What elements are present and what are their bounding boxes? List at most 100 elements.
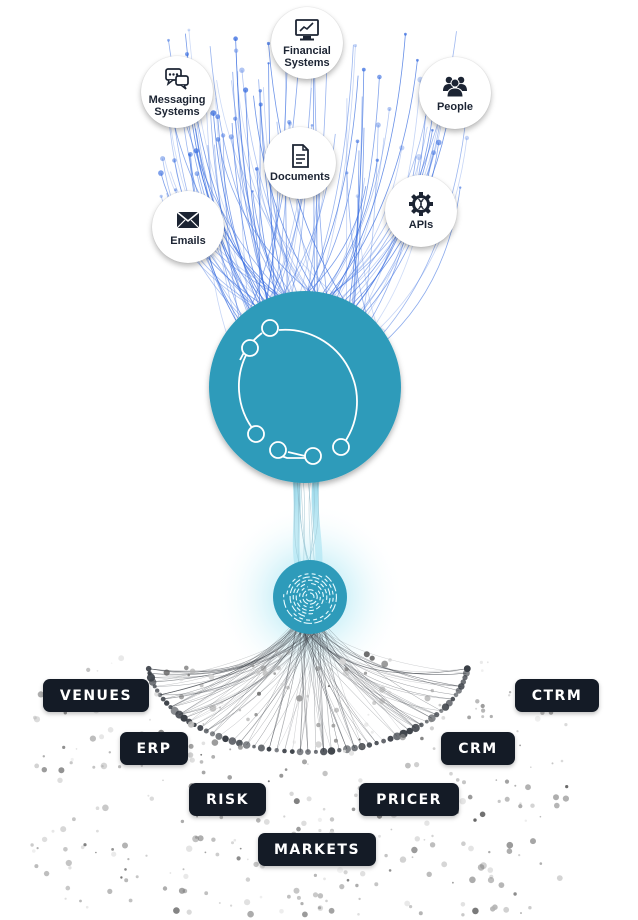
flow-dot	[431, 128, 434, 132]
scatter-dot	[388, 658, 392, 662]
flow-line	[154, 620, 298, 687]
scatter-dot	[461, 913, 465, 917]
arc-dot	[228, 737, 237, 745]
scatter-dot	[475, 699, 480, 704]
scatter-dot	[565, 785, 569, 789]
chart-monitor-icon	[295, 18, 319, 40]
flow-line	[317, 621, 422, 726]
scatter-dot	[51, 829, 55, 833]
fingerprint-arc	[283, 575, 337, 624]
source-people: People	[419, 57, 491, 129]
flow-line	[163, 622, 318, 700]
scatter-dot	[358, 897, 361, 901]
scatter-dot	[409, 905, 413, 909]
output-risk: RISK	[189, 783, 266, 816]
flow-dot	[464, 135, 470, 141]
source-label: Messaging Systems	[148, 93, 206, 118]
flow-line	[322, 616, 355, 749]
scatter-dot	[65, 885, 71, 891]
scatter-dot	[247, 910, 254, 918]
scatter-dot	[303, 687, 306, 691]
flow-dot	[167, 38, 170, 42]
scatter-dot	[487, 867, 494, 873]
scatter-dot	[188, 743, 194, 749]
scatter-dot	[260, 665, 267, 672]
scatter-dot	[85, 905, 89, 909]
scatter-dot	[229, 748, 232, 751]
scatter-dot	[58, 767, 65, 774]
scatter-dot	[354, 793, 358, 798]
arc-dot	[236, 739, 243, 747]
scatter-dot	[504, 779, 510, 784]
scatter-dot	[33, 716, 41, 723]
scatter-dot	[317, 893, 324, 899]
flow-dot	[188, 152, 193, 157]
scatter-dot	[426, 871, 432, 877]
scatter-dot	[149, 718, 151, 721]
scatter-dot	[381, 660, 389, 668]
flow-line	[239, 622, 311, 744]
scatter-dot	[429, 726, 434, 731]
arc-dot	[463, 665, 471, 673]
scatter-dot	[467, 715, 471, 720]
scatter-dot	[479, 660, 483, 665]
scatter-dot	[503, 906, 510, 913]
scatter-dot	[41, 836, 48, 843]
scatter-dot	[124, 878, 129, 883]
scatter-dot	[452, 881, 454, 884]
scatter-dot	[404, 900, 411, 907]
scatter-dot	[390, 828, 393, 831]
scatter-dot	[358, 778, 363, 783]
flow-line	[316, 624, 324, 752]
scatter-dot	[276, 665, 281, 671]
scatter-dot	[312, 892, 319, 898]
scatter-dot	[441, 861, 448, 868]
arc-dot	[305, 749, 311, 755]
output-erp: ERP	[120, 732, 188, 765]
scatter-dot	[530, 838, 536, 845]
scatter-dot	[199, 683, 204, 688]
flow-line	[300, 627, 442, 712]
arc-dot	[387, 735, 394, 742]
scatter-dot	[429, 842, 436, 848]
scatter-dot	[89, 735, 96, 742]
scatter-dot	[331, 723, 336, 728]
scatter-dot	[296, 895, 301, 900]
scatter-dot	[192, 835, 200, 843]
scatter-dot	[197, 691, 201, 695]
scatter-dot	[279, 773, 284, 778]
scatter-dot	[387, 690, 392, 696]
scatter-dot	[219, 815, 224, 820]
flow-dot	[233, 48, 239, 53]
scatter-dot	[487, 877, 495, 884]
scatter-dot	[102, 804, 109, 812]
scatter-dot	[302, 911, 308, 918]
arc-dot	[197, 725, 204, 731]
flow-dot	[215, 137, 221, 142]
scatter-dot	[441, 716, 446, 720]
flow-dot	[172, 158, 177, 163]
arc-dot	[180, 714, 188, 722]
flow-line	[299, 627, 309, 753]
scatter-dot	[480, 862, 487, 870]
scatter-dot	[187, 752, 194, 758]
scatter-dot	[127, 858, 130, 861]
scatter-dot	[449, 771, 453, 776]
scatter-dot	[495, 779, 498, 781]
scatter-dot	[179, 694, 184, 700]
arc-dot	[393, 732, 401, 741]
scatter-dot	[254, 713, 258, 717]
scatter-dot	[322, 807, 326, 811]
scatter-dot	[211, 755, 216, 759]
scatter-dot	[564, 723, 568, 727]
flow-dot	[193, 148, 199, 154]
flow-line	[301, 628, 427, 722]
flow-line	[159, 627, 310, 696]
flow-line	[179, 627, 305, 715]
source-label: Financial Systems	[283, 44, 331, 69]
fingerprint-arc	[292, 579, 328, 615]
scatter-dot	[111, 851, 117, 857]
scatter-dot	[237, 744, 243, 750]
scatter-dot	[179, 677, 184, 682]
scatter-dot	[556, 875, 563, 881]
